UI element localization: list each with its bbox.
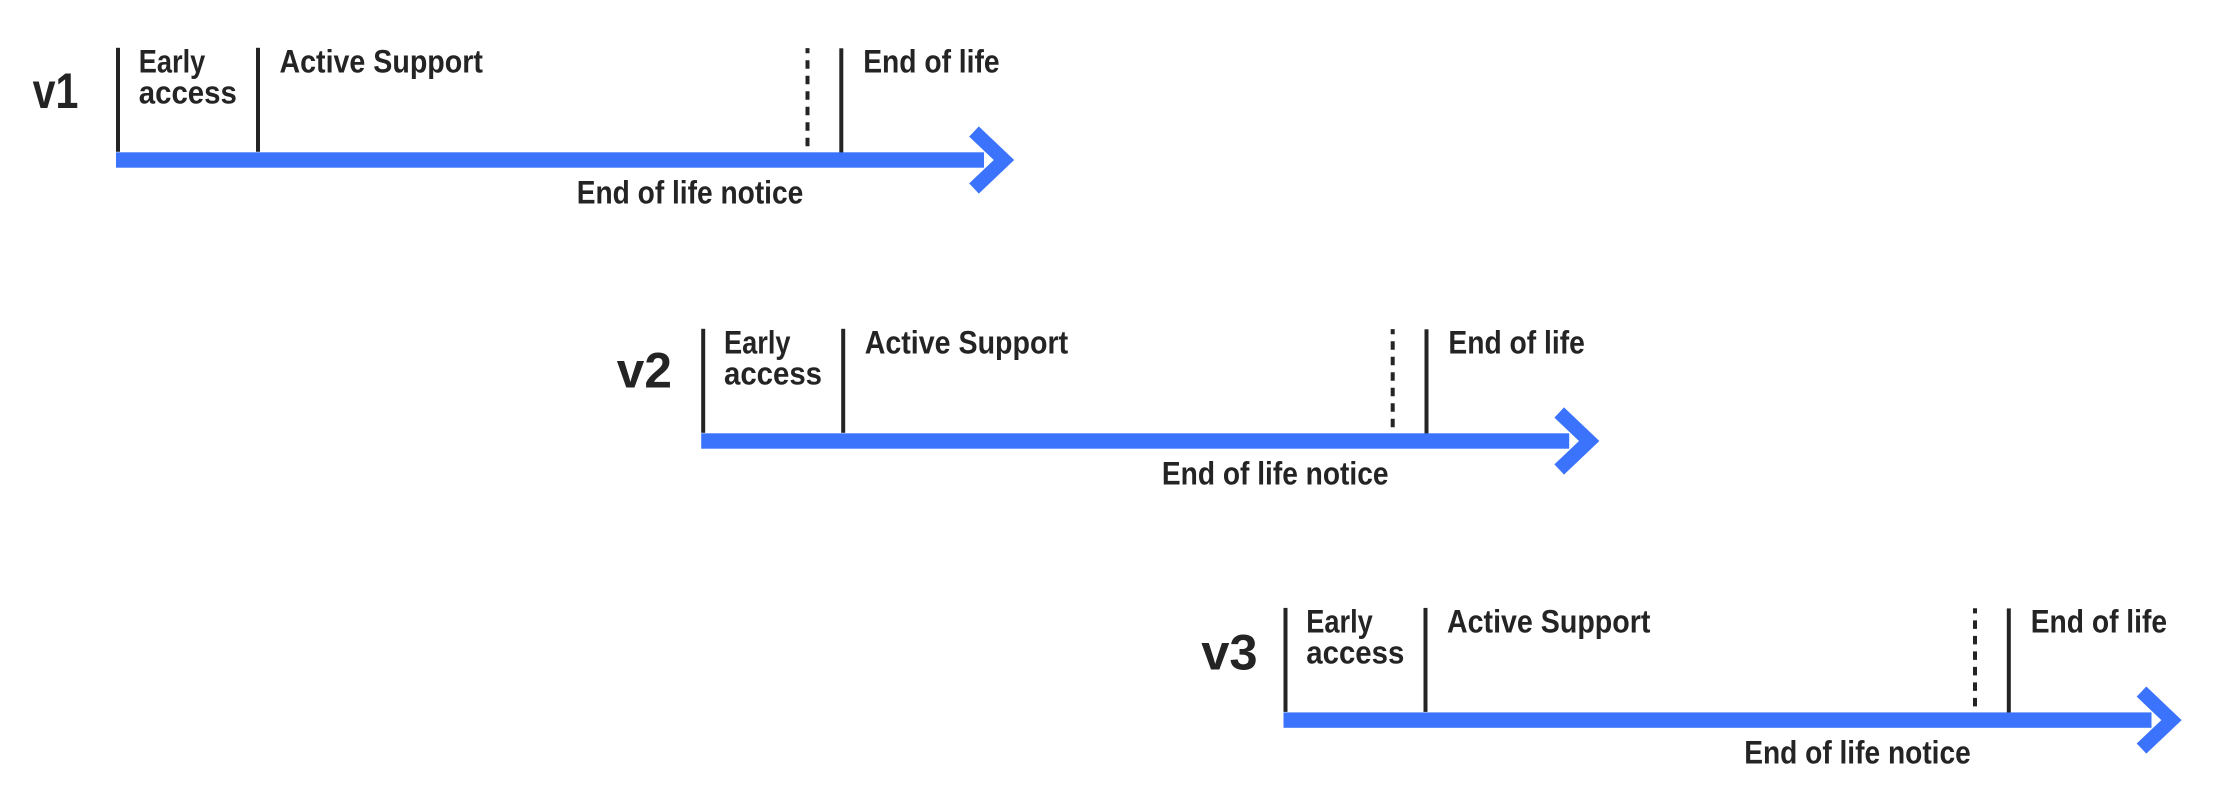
svg-text:End of life notice: End of life notice (577, 174, 804, 210)
svg-text:access: access (724, 356, 822, 392)
svg-text:v1: v1 (33, 63, 79, 119)
svg-text:End of life notice: End of life notice (1744, 734, 1971, 770)
svg-text:End of life: End of life (863, 44, 999, 80)
svg-text:End of life notice: End of life notice (1162, 455, 1389, 491)
svg-text:End of life: End of life (2031, 604, 2167, 640)
svg-text:v3: v3 (1201, 624, 1257, 680)
svg-text:Early: Early (1306, 604, 1373, 640)
svg-text:Early: Early (139, 44, 206, 80)
svg-text:Early: Early (724, 325, 791, 361)
svg-text:Active Support: Active Support (1447, 604, 1651, 640)
svg-text:End of life: End of life (1448, 325, 1584, 361)
svg-text:Active Support: Active Support (280, 44, 484, 80)
svg-text:access: access (1306, 635, 1404, 671)
svg-text:Active Support: Active Support (865, 325, 1069, 361)
svg-text:access: access (139, 75, 237, 111)
svg-text:v2: v2 (617, 343, 672, 399)
